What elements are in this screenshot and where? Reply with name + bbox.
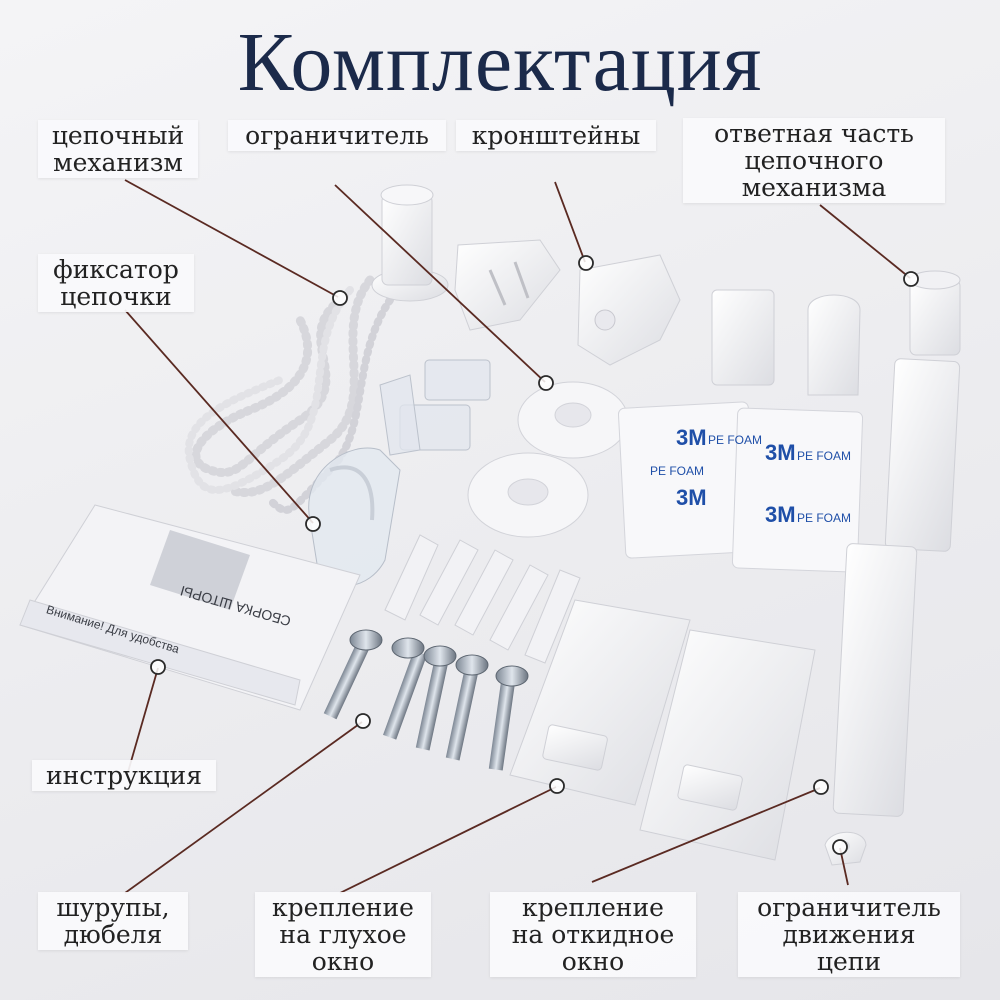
counter-part (909, 270, 961, 356)
limiter-wedge (454, 239, 561, 331)
chain-lock (308, 447, 401, 587)
fixed-window-mount (509, 599, 816, 861)
instruction-booklet: СБОРКА ШТОРЫ Внимание! Для удобства (19, 504, 361, 711)
label-brackets: кронштейны (456, 120, 656, 151)
label-limiter: ограничитель (228, 120, 446, 151)
bracket (577, 254, 681, 366)
label-tilt-window: крепление на откидное окно (490, 892, 696, 977)
limiter-washer (467, 381, 629, 538)
dowels (384, 534, 581, 664)
tilt-window-bracket (832, 358, 961, 817)
screws (323, 629, 529, 771)
label-chain-limiter: ограничитель движения цепи (738, 892, 960, 977)
chain-mechanism-body (371, 184, 449, 302)
adhesive-pads: 3M 3M 3M 3M PE FOAM PE FOAM PE FOAM PE F… (617, 401, 864, 573)
tape-brand-label: 3M (765, 502, 796, 527)
leader-markers (150, 255, 919, 855)
label-chain-lock: фиксатор цепочки (38, 254, 194, 312)
tape-brand-label: 3M (676, 485, 707, 510)
label-screws: шурупы, дюбеля (38, 892, 188, 950)
tape-brand-label: 3M (765, 440, 796, 465)
tape-product-label: PE FOAM (650, 464, 704, 478)
label-chain-mechanism: цепочный механизм (38, 120, 198, 178)
page-title: Комплектация (237, 16, 763, 109)
tape-product-label: PE FOAM (797, 449, 851, 463)
tape-product-label: PE FOAM (708, 433, 762, 447)
label-instruction: инструкция (32, 760, 216, 791)
leader-lines (124, 179, 911, 894)
clear-clip (379, 359, 491, 456)
label-fixed-window: крепление на глухое окно (255, 892, 431, 977)
mount-tab (711, 289, 861, 396)
label-counter-part: ответная часть цепочного механизма (683, 118, 945, 203)
tape-product-label: PE FOAM (797, 511, 851, 525)
tape-brand-label: 3M (676, 425, 707, 450)
